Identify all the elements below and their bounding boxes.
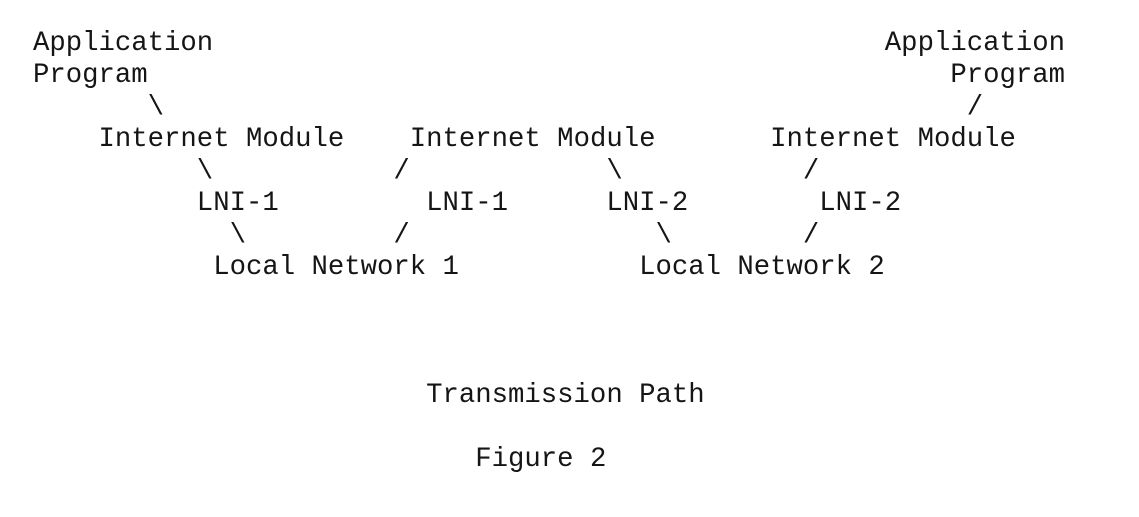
diagram-caption: Transmission Path [426, 380, 705, 411]
transmission-path-ascii-diagram: Application Application Program Program … [33, 28, 1065, 283]
figure-label: Figure 2 [475, 444, 607, 475]
